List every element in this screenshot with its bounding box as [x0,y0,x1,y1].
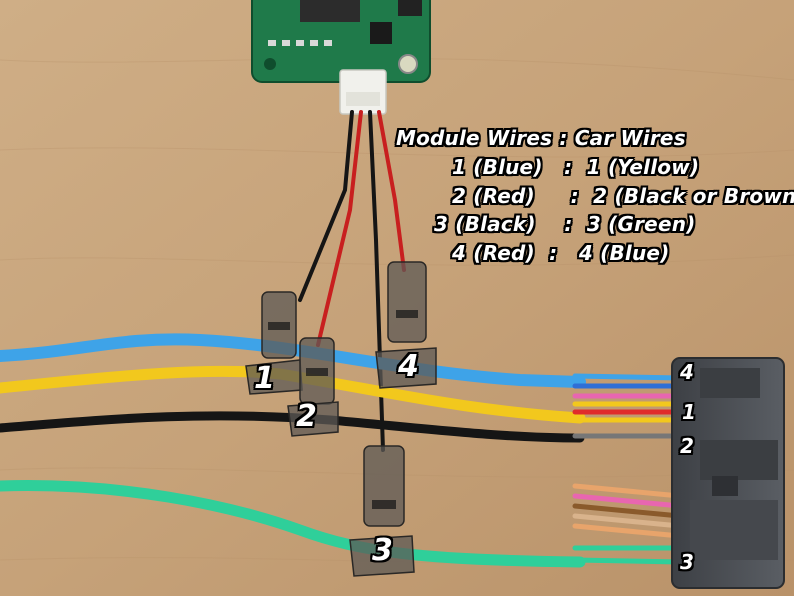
module-wire-2-red [316,110,363,347]
pcb-module [251,0,431,83]
splice-tap-3 [349,445,415,577]
connector-pigtail-wires [572,373,683,565]
legend-row-2: 2 (Red) : 2 (Black or Brown) [452,184,794,208]
connector-label-3: 3 [680,550,694,574]
wood-grain [0,57,794,566]
splice-taps [245,261,437,577]
connector-label-4: 4 [680,360,694,384]
car-wire-green [0,480,586,568]
splice-label-2: 2 [296,399,317,434]
splice-label-1: 1 [254,361,275,396]
connector-label-2: 2 [680,434,694,458]
module-wire-1-blue-black [298,110,354,302]
splice-tap-2 [287,337,339,437]
module-connector [339,69,387,115]
module-wire-4-red [377,110,406,272]
connector-label-1: 1 [682,400,696,424]
legend-row-4: 4 (Red) : 4 (Blue) [452,241,670,265]
splice-tap-1 [245,291,303,395]
legend-header: Module Wires : Car Wires [396,126,686,150]
module-wires [298,110,406,452]
legend-row-3: 3 (Black) : 3 (Green) [434,212,696,236]
car-connector-housing [671,357,785,589]
splice-label-3: 3 [372,533,393,568]
splice-label-4: 4 [398,349,419,384]
splice-tap-4 [375,261,437,389]
legend-row-1: 1 (Blue) : 1 (Yellow) [452,155,700,179]
